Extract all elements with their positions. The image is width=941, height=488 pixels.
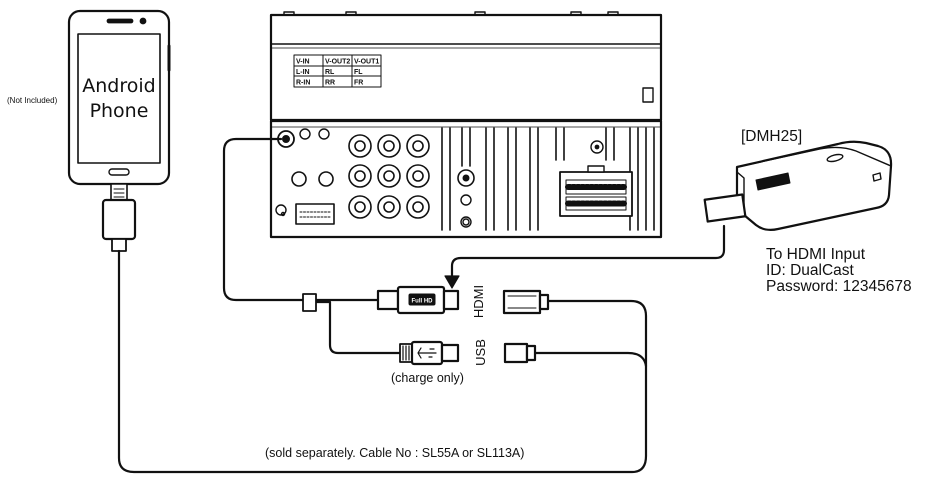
panel-cell-lin: L-IN — [296, 69, 310, 76]
panel-cell-fl: FL — [354, 69, 363, 76]
panel-cell-rin: R-IN — [296, 80, 310, 87]
dongle-model-label: [DMH25] — [741, 128, 803, 145]
dongle-device — [703, 140, 893, 231]
usb-cable-join — [532, 351, 648, 368]
head-unit-cable — [222, 137, 382, 302]
panel-header-vout2: V-OUT2 — [325, 59, 350, 66]
hdmi-adapter — [376, 285, 460, 315]
dongle-id-label: ID: DualCast — [766, 262, 854, 279]
cable-splitter — [302, 293, 317, 312]
branch-cable — [314, 300, 402, 355]
usb-plug — [503, 342, 537, 364]
panel-cell-fr: FR — [354, 80, 363, 87]
phone-cable — [117, 249, 648, 474]
panel-header-vin: V-IN — [296, 59, 310, 66]
panel-header-vout1: V-OUT1 — [354, 59, 379, 66]
hdmi-port-label: HDMI — [471, 284, 487, 319]
sold-separately-note: (sold separately. Cable No : SL55A or SL… — [265, 446, 525, 460]
phone-label-line1: Android — [82, 75, 156, 97]
phone-label-line2: Phone — [89, 100, 149, 122]
usb-adapter — [399, 340, 460, 366]
panel-cell-rr: RR — [325, 80, 335, 87]
usb-port-label: USB — [472, 339, 488, 366]
dongle-password-label: Password: 12345678 — [766, 278, 912, 295]
head-unit — [269, 11, 663, 239]
micro-usb-plug — [101, 183, 137, 252]
fullhd-badge: Full HD — [412, 299, 434, 305]
dongle-hdmi-input-label: To HDMI Input — [766, 246, 866, 263]
panel-label-table — [293, 54, 382, 88]
hdmi-plug — [502, 289, 550, 315]
panel-table-text: V-IN V-OUT2 V-OUT1 L-IN RL FL R-IN RR FR — [296, 59, 379, 87]
arrow-to-hdmi — [444, 275, 460, 289]
panel-cell-rl: RL — [325, 69, 335, 76]
dongle-cable — [450, 224, 726, 286]
phone-not-included-note: (Not Included) — [7, 96, 58, 105]
charge-only-note: (charge only) — [391, 371, 464, 385]
android-phone — [67, 9, 171, 186]
